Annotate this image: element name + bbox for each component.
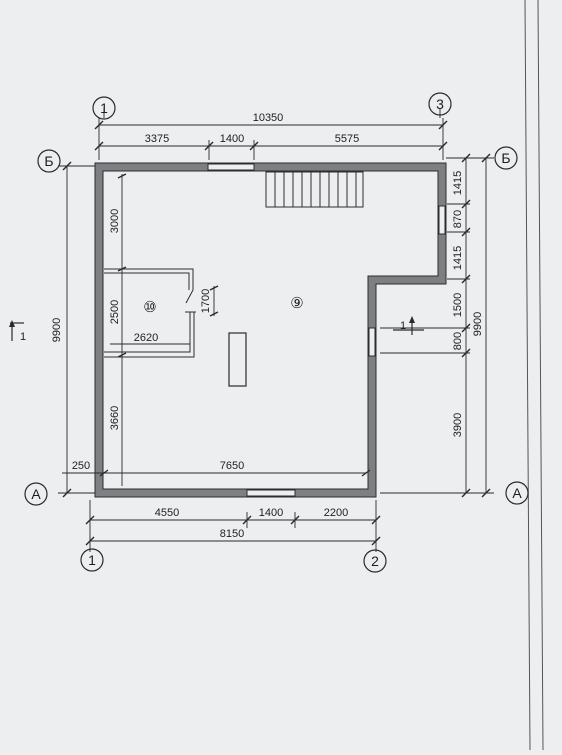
dim-right-seg6: 3900 bbox=[452, 413, 464, 437]
axis-bubble-right-top bbox=[494, 146, 518, 170]
window-right bbox=[438, 205, 446, 235]
dim-inner-room10-height: 2500 bbox=[109, 300, 121, 324]
dim-right-seg1: 1415 bbox=[452, 171, 464, 195]
left-dimensions bbox=[58, 161, 95, 498]
room-number-9: ⑨ bbox=[290, 295, 303, 312]
dim-inner-top-left: 3000 bbox=[109, 209, 121, 233]
dim-right-seg5: 800 bbox=[452, 332, 464, 350]
pillar bbox=[228, 332, 247, 387]
axis-label-bottom-right: 2 bbox=[371, 553, 379, 569]
window-top bbox=[207, 163, 255, 171]
window-bottom bbox=[246, 489, 296, 497]
axis-bubble-left-bottom bbox=[24, 482, 48, 506]
dim-right-seg3: 1415 bbox=[452, 246, 464, 270]
dim-bottom-seg3: 2200 bbox=[324, 507, 348, 519]
axis-bubble-left-top bbox=[37, 149, 61, 173]
window-inner-right bbox=[368, 327, 376, 357]
section-label-left: 1 bbox=[20, 331, 26, 343]
section-mark-left bbox=[9, 320, 24, 341]
dim-inner-room10-width: 2620 bbox=[134, 332, 158, 344]
section-label-right: 1 bbox=[400, 320, 406, 332]
room-number-10: ⑩ bbox=[143, 299, 156, 316]
exterior-walls bbox=[94, 162, 447, 498]
axis-label-left-bottom: А bbox=[31, 486, 41, 502]
axis-label-top-right: 3 bbox=[436, 96, 444, 112]
axis-label-top-left: 1 bbox=[100, 100, 108, 116]
axis-label-right-top: Б bbox=[501, 150, 510, 166]
dim-right-seg2: 870 bbox=[452, 210, 464, 228]
dim-inner-door: 1700 bbox=[200, 289, 212, 313]
dim-bottom-seg2: 1400 bbox=[259, 507, 283, 519]
dim-inner-bottom-left: 3660 bbox=[109, 406, 121, 430]
dim-left-total: 9900 bbox=[51, 318, 63, 342]
axis-bubble-right-bottom bbox=[505, 481, 529, 505]
axis-bubble-bottom-right bbox=[363, 549, 387, 573]
bottom-dimensions bbox=[85, 500, 381, 552]
section-mark-right bbox=[393, 316, 424, 335]
axis-bubble-top-left bbox=[92, 96, 116, 120]
right-dimensions bbox=[380, 153, 494, 498]
dim-inner-bottom-width: 7650 bbox=[220, 460, 244, 472]
axis-label-bottom-left: 1 bbox=[88, 552, 96, 568]
axis-bubble-top-right bbox=[428, 92, 452, 116]
dim-top-seg3: 5575 bbox=[335, 133, 359, 145]
inner-dimensions bbox=[62, 173, 371, 486]
dim-right-seg4: 1500 bbox=[452, 293, 464, 317]
dim-left-wall: 250 bbox=[72, 460, 90, 472]
axis-label-left-top: Б bbox=[44, 153, 53, 169]
top-dimensions bbox=[94, 108, 448, 160]
dim-top-seg1: 3375 bbox=[145, 133, 169, 145]
sheet-border-line bbox=[524, 0, 531, 751]
dim-right-total: 9900 bbox=[472, 312, 484, 336]
sheet-border-line bbox=[537, 0, 544, 751]
dim-top-seg2: 1400 bbox=[220, 133, 244, 145]
staircase bbox=[265, 171, 364, 208]
axis-label-right-bottom: А bbox=[512, 485, 522, 501]
dim-bottom-seg1: 4550 bbox=[155, 507, 179, 519]
dim-top-total: 10350 bbox=[253, 112, 284, 124]
room10-partition bbox=[104, 268, 196, 358]
axis-bubble-bottom-left bbox=[80, 548, 104, 572]
dim-bottom-total: 8150 bbox=[220, 528, 244, 540]
